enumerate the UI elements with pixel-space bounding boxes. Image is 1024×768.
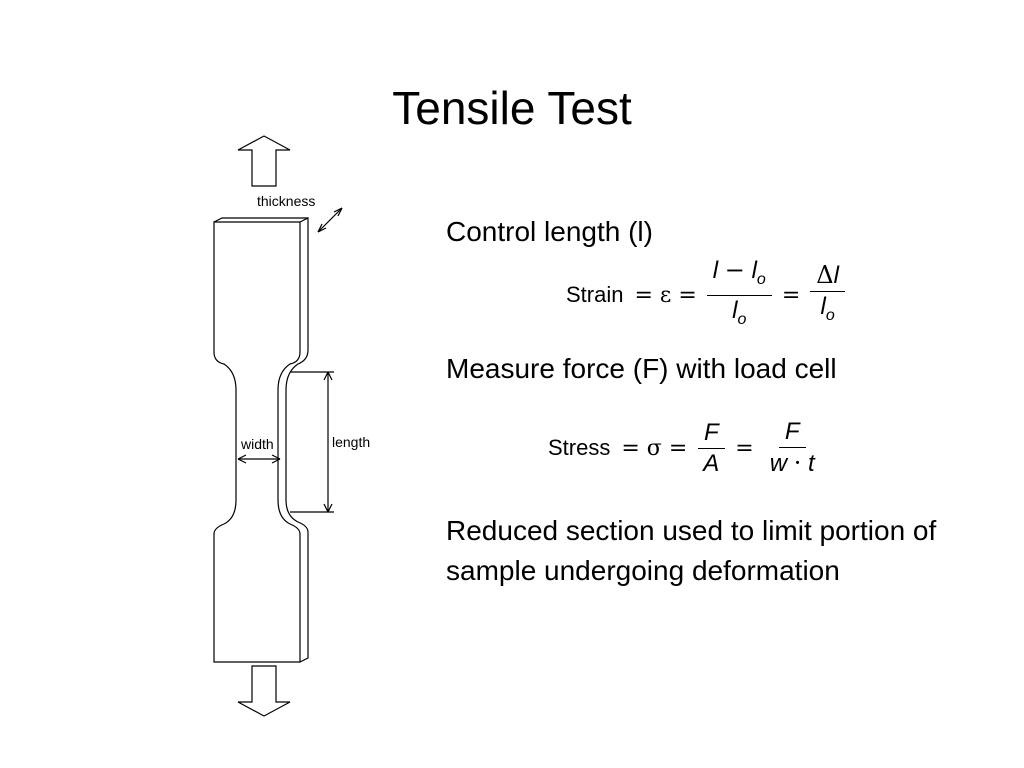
slide-title: Tensile Test xyxy=(392,82,632,134)
equals-sign: = xyxy=(678,282,697,308)
thickness-arrow-line xyxy=(317,207,343,233)
thickness-top-edge xyxy=(213,217,308,223)
bullet-measure-force: Measure force (F) with load cell xyxy=(446,353,837,384)
sigma-symbol: σ xyxy=(646,435,662,461)
thickness-arrow-head-1 xyxy=(317,223,327,233)
fraction-numerator: F xyxy=(697,418,725,449)
equals-sign: = xyxy=(668,435,688,461)
equals-sign: = xyxy=(634,282,653,308)
fraction-numerator: F xyxy=(778,417,806,448)
fraction-denominator: lo xyxy=(820,292,835,324)
length-arrow-bottom xyxy=(323,503,333,513)
strain-fraction-2: Δl lo xyxy=(810,260,845,331)
equals-sign: = xyxy=(621,435,640,461)
fraction-numerator: l − lo xyxy=(706,255,772,296)
specimen-thickness-edge xyxy=(285,217,309,663)
fraction-numerator: Δl xyxy=(810,260,845,292)
stress-fraction-2: F w · t xyxy=(764,417,821,479)
thickness-label: thickness xyxy=(257,193,315,209)
thickness-arrow-head-2 xyxy=(333,207,343,217)
width-arrow-right xyxy=(271,454,281,464)
strain-fraction-1: l − lo lo xyxy=(706,255,772,335)
stress-word: Stress xyxy=(548,435,611,460)
fraction-denominator: w · t xyxy=(769,449,815,477)
width-label: width xyxy=(240,436,274,452)
width-arrow-left xyxy=(237,454,247,464)
strain-word: Strain xyxy=(566,282,624,307)
equals-sign: = xyxy=(781,282,801,308)
stress-fraction-1: F A xyxy=(697,418,725,479)
bullet-reduced-section: Reduced section used to limit portion of… xyxy=(446,515,937,586)
length-label: length xyxy=(332,434,370,450)
strain-equation: Strain = ε = l − lo lo = Δl lo xyxy=(566,255,848,335)
equals-sign: = xyxy=(735,435,754,461)
top-pull-arrow xyxy=(237,135,291,187)
fraction-denominator: A xyxy=(703,449,720,477)
bottom-pull-arrow xyxy=(237,665,291,717)
tensile-specimen-diagram: thickness width length xyxy=(213,135,370,717)
fraction-denominator: lo xyxy=(732,297,747,328)
bullet-control-length: Control length (l) xyxy=(446,216,653,247)
length-arrow-top xyxy=(323,371,333,381)
stress-equation: Stress = σ = F A = F w · t xyxy=(548,417,824,479)
epsilon-symbol: ε xyxy=(659,282,672,308)
